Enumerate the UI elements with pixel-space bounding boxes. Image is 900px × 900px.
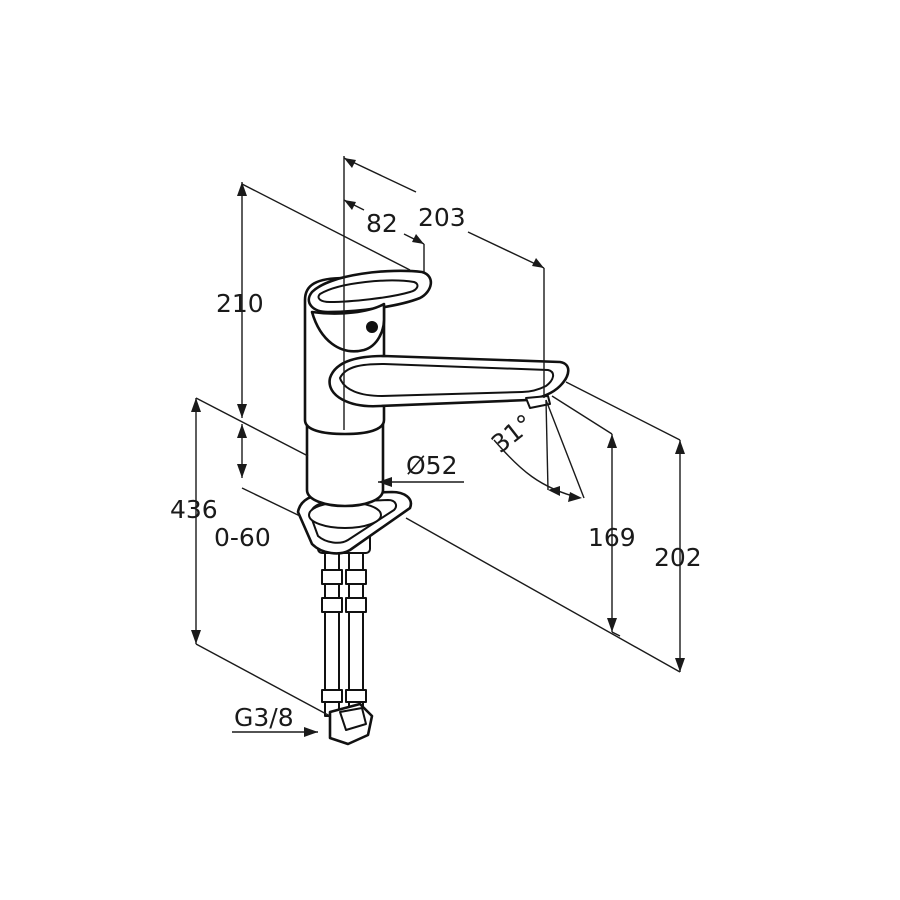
height-above-deck-label: 210 xyxy=(216,289,264,318)
swivel-angle-label: 31° xyxy=(486,409,539,459)
spout-outlet-height-label: 169 xyxy=(588,523,636,552)
faucet-outline xyxy=(296,269,570,746)
deck-thickness-label: 0-60 xyxy=(214,523,271,552)
thread-size-label: G3/8 xyxy=(234,703,294,732)
dimension-lines xyxy=(195,156,681,733)
lever-offset-label: 82 xyxy=(366,209,398,238)
body-diameter-label: Ø52 xyxy=(406,451,458,480)
tube-length-label: 436 xyxy=(170,495,218,524)
spout-reach-label: 203 xyxy=(418,203,466,232)
faucet-body xyxy=(305,418,385,508)
arrowheads xyxy=(191,158,685,737)
dimension-labels: 203 82 210 436 0-60 Ø52 31° 169 202 G3/8 xyxy=(170,203,702,732)
aerator xyxy=(525,395,551,409)
total-height-label: 202 xyxy=(654,543,702,572)
supply-hoses xyxy=(321,547,367,717)
